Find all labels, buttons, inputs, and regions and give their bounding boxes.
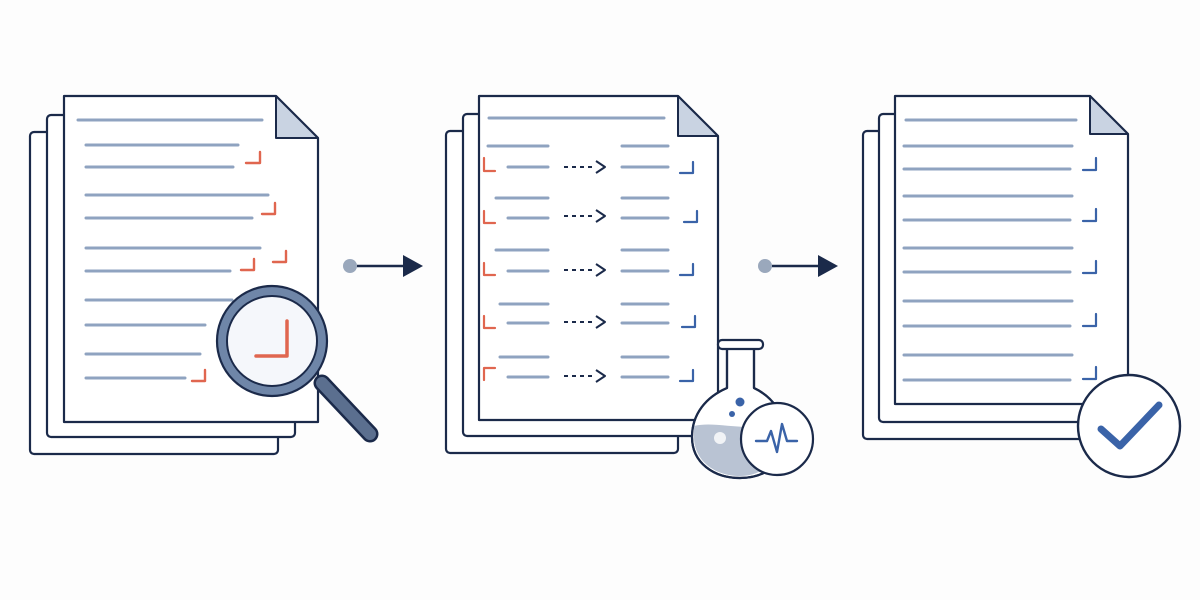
text-lines-1: [76, 118, 270, 380]
error-bracket-icon: [271, 249, 288, 264]
step-inspect: [28, 94, 379, 456]
comparison-row: [482, 314, 697, 330]
error-bracket-icon: [254, 319, 289, 358]
error-bracket-icon: [260, 201, 277, 216]
fix-bracket-icon: [1081, 312, 1098, 328]
fix-bracket-icon: [1081, 156, 1098, 172]
step-test: [444, 94, 815, 480]
page-fold-icon: [677, 95, 719, 137]
page-fold-icon: [1089, 95, 1129, 135]
document-front-page: [893, 94, 1130, 406]
fix-bracket-icon: [1081, 259, 1098, 275]
error-bracket-icon: [239, 257, 256, 272]
error-bracket-icon: [482, 261, 497, 277]
magnifier-icon: [215, 284, 379, 443]
error-bracket-icon: [482, 314, 497, 330]
error-bracket-icon: [482, 209, 497, 225]
document-stack-1: [28, 94, 320, 456]
step-verified: [861, 94, 1182, 479]
error-markers: [190, 150, 288, 383]
comparison-row: [482, 366, 695, 383]
text-lines-2: [486, 116, 670, 359]
fix-bracket-icon: [680, 314, 697, 329]
pulse-icon: [739, 401, 815, 477]
error-bracket-icon: [482, 366, 497, 382]
error-bracket-icon: [244, 150, 262, 165]
text-lines-3: [902, 118, 1078, 382]
document-front-page: [477, 94, 720, 422]
fix-bracket-icon: [678, 368, 695, 383]
fix-bracket-icon: [1081, 207, 1098, 223]
comparison-row: [482, 209, 699, 225]
arrow-right-icon: [758, 255, 838, 277]
page-fold-icon: [275, 95, 319, 139]
fix-bracket-icon: [678, 262, 695, 277]
comparison-rows: [482, 156, 699, 383]
comparison-row: [482, 261, 695, 277]
error-bracket-icon: [482, 156, 497, 173]
check-icon: [1076, 373, 1182, 479]
arrow-right-icon: [343, 255, 423, 277]
error-bracket-icon: [190, 368, 207, 383]
fix-markers: [1081, 156, 1098, 381]
fix-bracket-icon: [678, 160, 695, 175]
comparison-row: [482, 156, 695, 175]
fix-bracket-icon: [682, 209, 699, 224]
fix-bracket-icon: [1081, 365, 1098, 381]
